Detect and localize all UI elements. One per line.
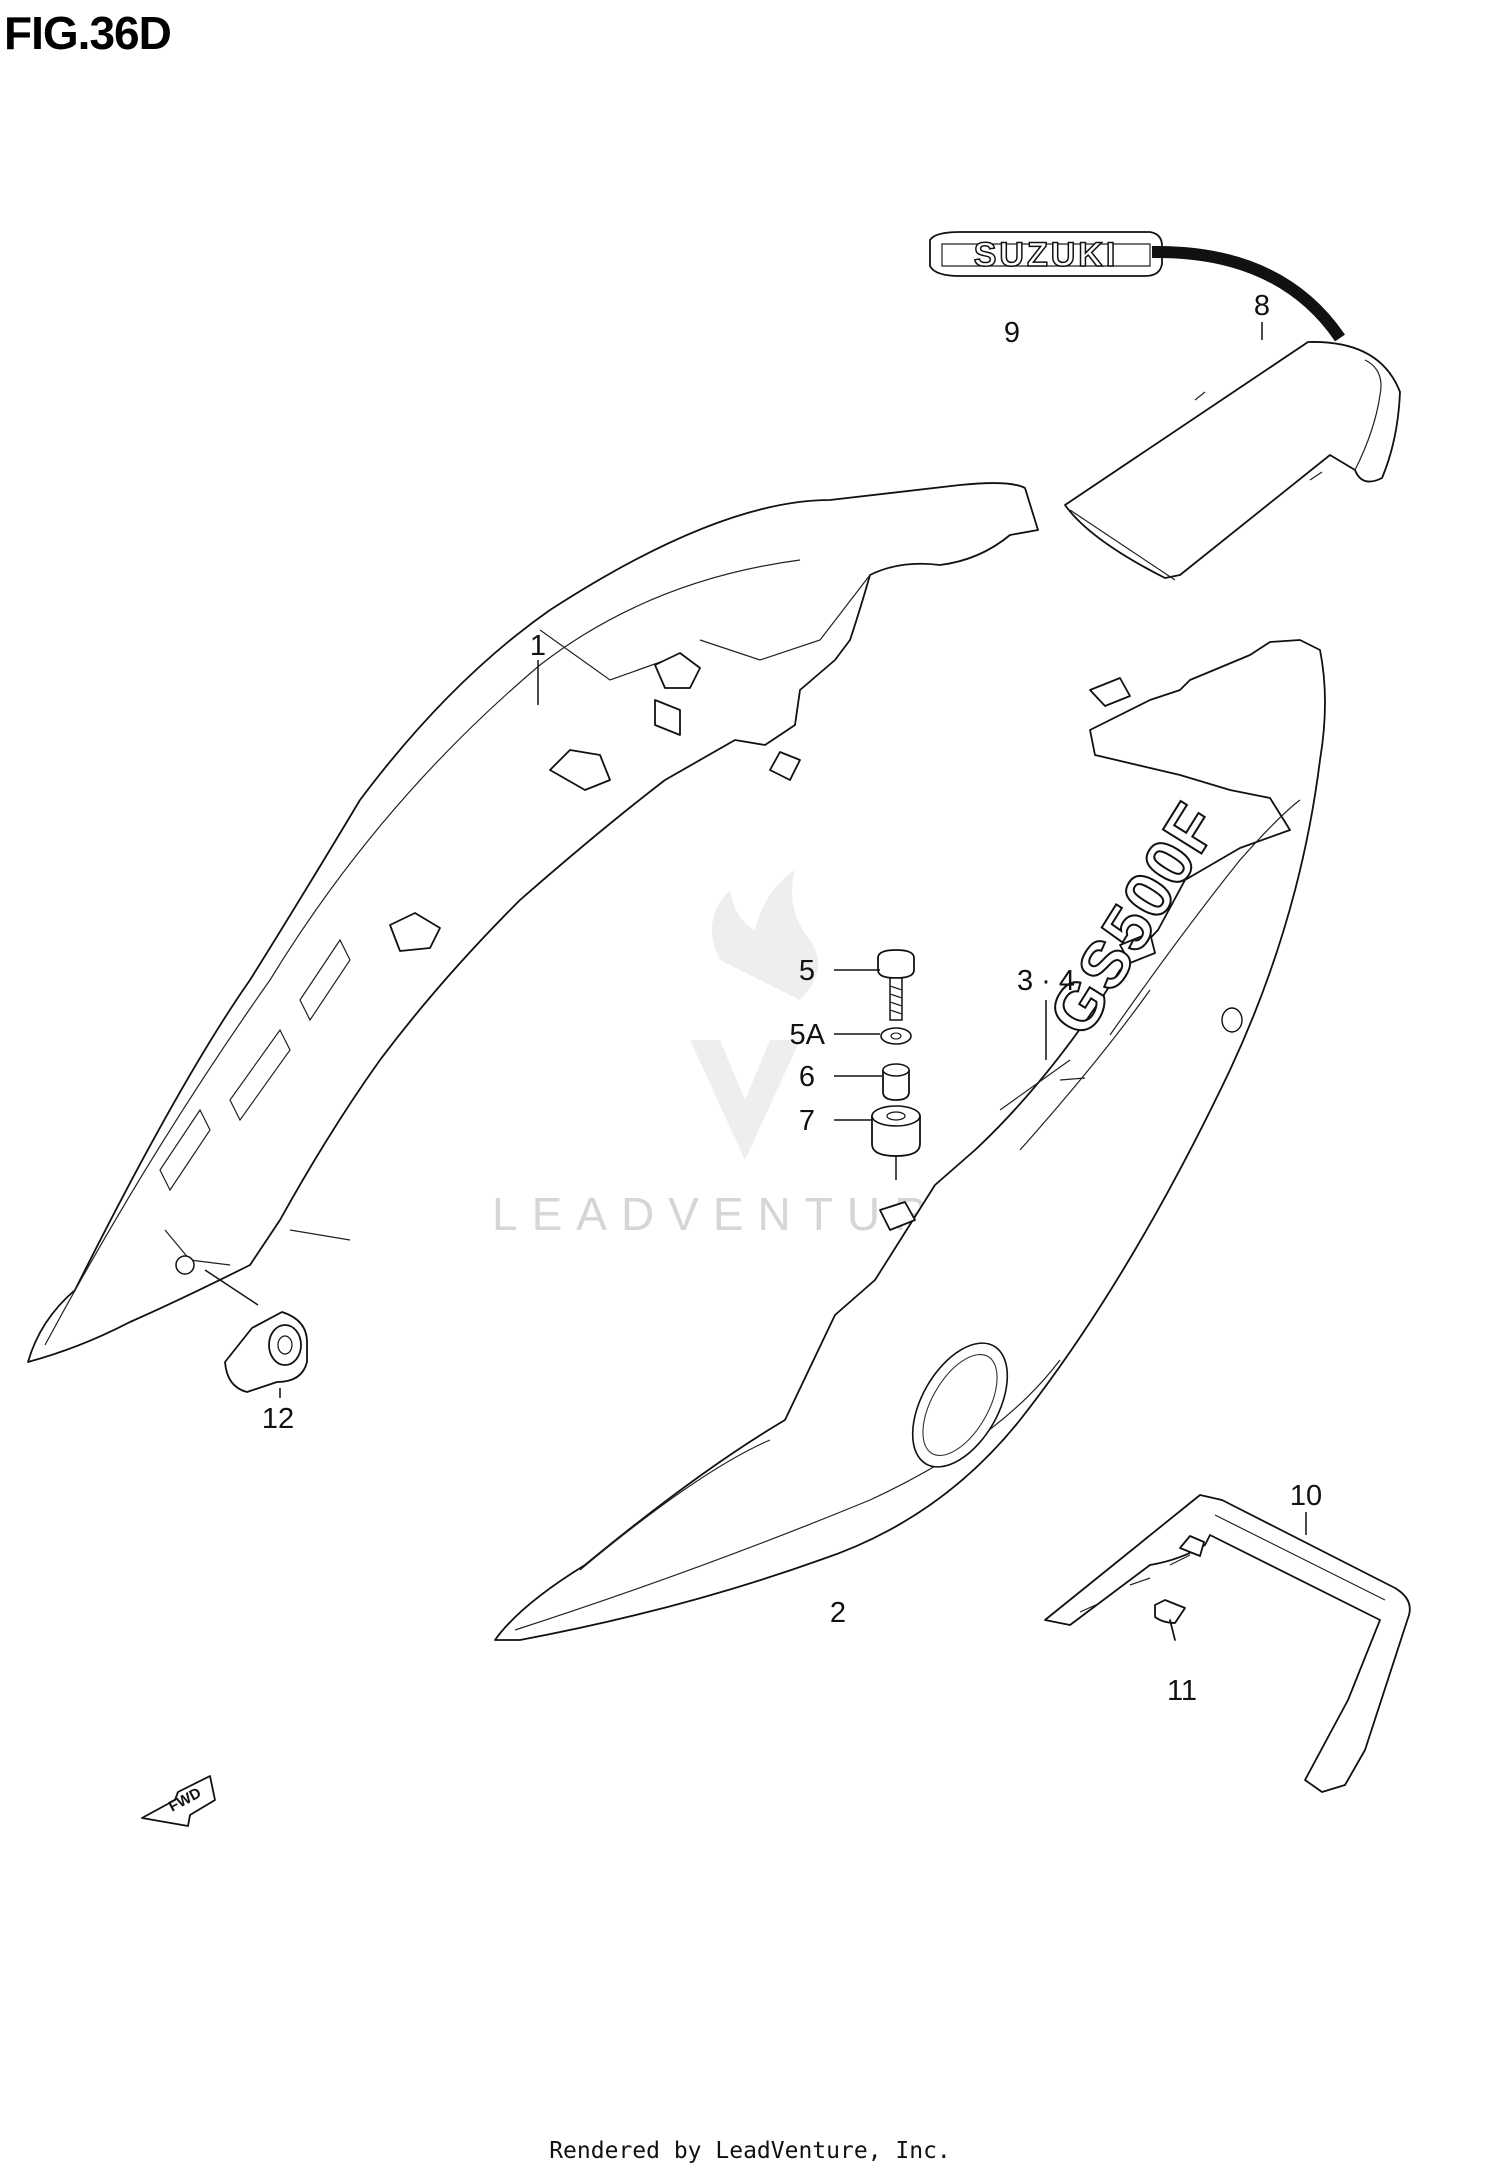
footer-credit: Rendered by LeadVenture, Inc. <box>549 2138 951 2164</box>
label-part-2: 2 <box>830 1597 846 1629</box>
label-part-7: 7 <box>799 1105 815 1137</box>
suzuki-emblem: SUZUKI <box>929 231 1163 277</box>
figure-title: FIG.36D <box>4 7 172 59</box>
label-part-5a: 5A <box>790 1019 826 1051</box>
cushion-part-7 <box>871 1105 921 1157</box>
grommet-part-12 <box>224 1311 308 1393</box>
label-part-6: 6 <box>799 1061 815 1093</box>
collar-part-6 <box>882 1063 910 1101</box>
label-part-10: 10 <box>1290 1480 1322 1512</box>
washer-part-5a <box>880 1027 912 1045</box>
label-part-11: 11 <box>1167 1675 1197 1707</box>
rear-bracket-part-10 <box>1044 1494 1411 1793</box>
bolt-part-5 <box>877 949 915 1021</box>
watermark: LEADVENTURE <box>492 870 972 1240</box>
label-part-3-4: 3 · 4 <box>1017 965 1075 997</box>
label-part-1: 1 <box>530 630 546 662</box>
tail-cover-part-8 <box>1064 245 1401 581</box>
side-cover-left-part-1 <box>27 482 1039 1363</box>
screw-part-11 <box>1154 1599 1186 1641</box>
label-part-8: 8 <box>1254 290 1270 322</box>
side-cover-right-part-2: GS500F <box>494 639 1326 1641</box>
callout-labels: 1 2 3 · 4 5 5A 6 7 8 9 10 11 12 <box>262 290 1322 1707</box>
label-part-9: 9 <box>1004 317 1020 349</box>
label-part-5: 5 <box>799 955 815 987</box>
forward-arrow-icon: FWD <box>141 1775 216 1827</box>
suzuki-emblem-text: SUZUKI <box>974 236 1119 274</box>
leader-lines <box>204 322 1307 1535</box>
hardware-stack <box>871 949 921 1157</box>
label-part-12: 12 <box>262 1403 294 1435</box>
